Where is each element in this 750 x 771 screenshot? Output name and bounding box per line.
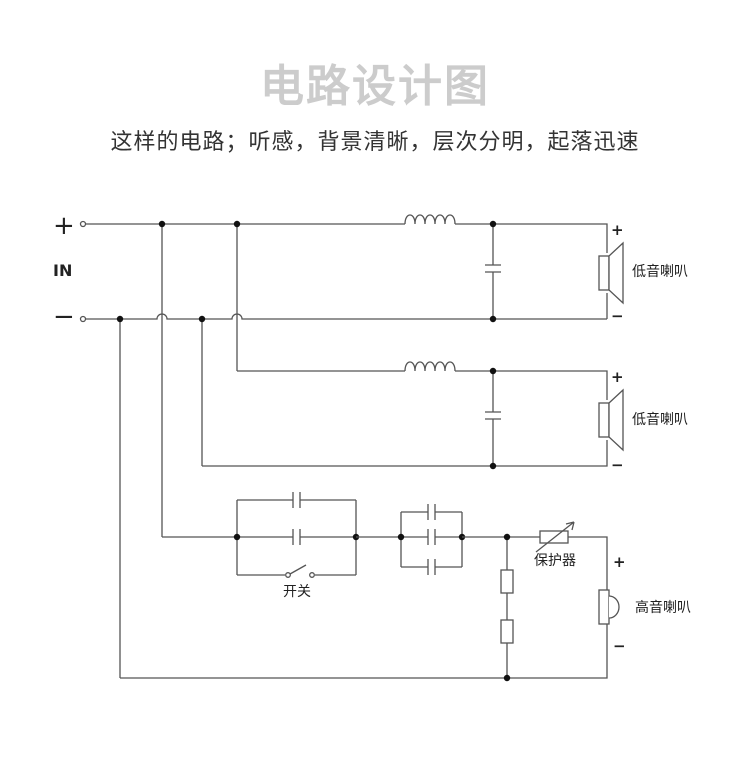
page-title: 电路设计图 <box>260 61 490 112</box>
woofer1-speaker-icon <box>598 241 624 305</box>
cap-group2-mid-capacitor <box>401 529 462 545</box>
junction-dot <box>489 315 497 323</box>
input-label: IN <box>53 261 72 280</box>
woofer2-minus-wire <box>202 440 608 467</box>
junction-dot <box>158 220 166 228</box>
woofer1-minus-sign: − <box>611 307 624 325</box>
input-minus-terminal <box>79 315 87 323</box>
protector-label: 保护器 <box>534 553 576 569</box>
shunt-resistor-bottom <box>500 619 514 644</box>
cap-group2-bottom-capacitor <box>401 559 462 575</box>
junction-dot <box>397 533 405 541</box>
woofer1-label: 低音喇叭 <box>632 263 688 280</box>
junction-dot <box>198 315 206 323</box>
cap-group1-mid-capacitor <box>237 529 356 545</box>
woofer2-plus-sign: + <box>611 368 624 386</box>
protector-resistor-icon <box>535 521 575 553</box>
junction-dot <box>489 220 497 228</box>
junction-dot <box>233 220 241 228</box>
woofer2-minus-sign: − <box>611 456 624 474</box>
shunt-resistor-top <box>500 569 514 594</box>
woofer2-capacitor <box>485 371 501 466</box>
woofer2-plus-wire <box>455 370 608 400</box>
cap-group1-top-capacitor <box>237 492 356 508</box>
junction-dot <box>503 533 511 541</box>
input-plus-terminal <box>79 220 87 228</box>
switch-icon <box>237 564 356 578</box>
input-plus-sign: + <box>53 211 75 241</box>
junction-dot <box>503 674 511 682</box>
cap-group2-top-capacitor <box>401 504 462 520</box>
junction-dot <box>233 533 241 541</box>
tweeter-label: 高音喇叭 <box>635 599 691 616</box>
woofer2-speaker-icon <box>598 388 624 452</box>
junction-dot <box>489 367 497 375</box>
tweeter-speaker-icon <box>598 589 620 625</box>
woofer1-plus-wire <box>455 223 608 253</box>
tweeter-plus-wire <box>568 536 608 590</box>
negative-bus-wire <box>85 313 607 320</box>
input-minus-sign: − <box>53 302 75 332</box>
woofer1-capacitor <box>485 224 501 319</box>
woofer2-label: 低音喇叭 <box>632 411 688 428</box>
page-subtitle: 这样的电路；听感，背景清晰，层次分明，起落迅速 <box>110 130 640 155</box>
tweeter-minus-wire <box>120 624 608 679</box>
woofer2-inductor <box>404 361 456 372</box>
woofer1-plus-sign: + <box>611 221 624 239</box>
woofer1-inductor <box>404 214 456 225</box>
tweeter-plus-sign: + <box>613 553 626 571</box>
tweeter-minus-sign: − <box>613 637 626 655</box>
switch-label: 开关 <box>283 584 311 600</box>
cap-group2-rails <box>400 512 463 567</box>
junction-dot <box>489 462 497 470</box>
junction-dot <box>116 315 124 323</box>
